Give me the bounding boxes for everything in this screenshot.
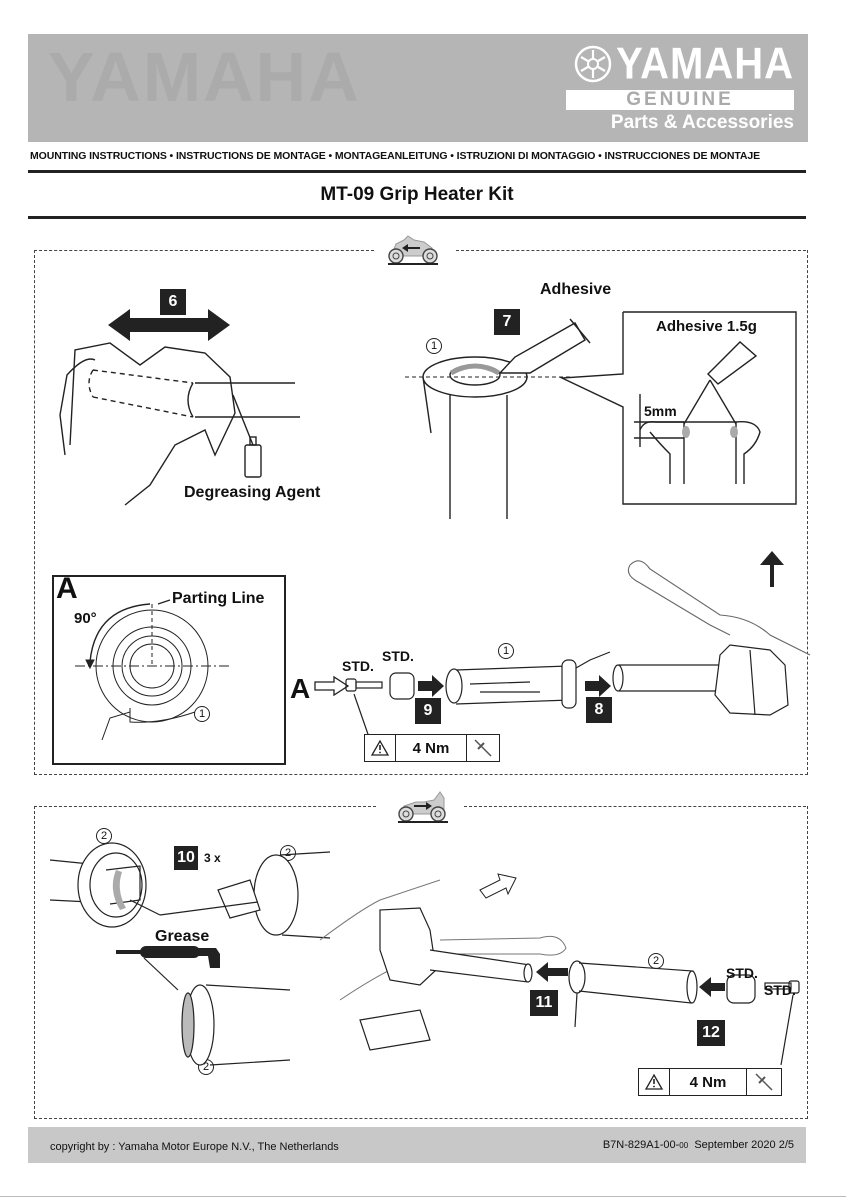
page-edge [0,1196,846,1197]
copyright-text: copyright by : Yamaha Motor Europe N.V.,… [50,1141,339,1153]
warning-triangle-icon [639,1069,670,1095]
repeat-count-label: 3 x [204,851,221,865]
detail-a-box [52,575,286,765]
grip-bar-end-illustration [568,960,800,1066]
parting-line-label: Parting Line [172,590,265,607]
motorcycle-left-side-icon [384,232,440,266]
std-bolt-label: STD. [342,658,374,674]
cleaning-handlebar-illustration [59,342,300,506]
std-weight-label: STD. [726,965,758,981]
step-12-badge: 12 [697,1020,725,1046]
torque-value: 4 Nm [396,735,467,761]
callout-1: 1 [194,706,210,722]
panel1-top-border-left [34,250,374,251]
divider-title [28,216,806,219]
grip-grease-illustration [49,842,331,1066]
torque-spec-box: 4 Nm [638,1068,782,1096]
parts-accessories-label: Parts & Accessories [610,112,794,133]
date-page: September 2020 2/5 [694,1139,794,1151]
panel-step-6-9 [34,250,808,775]
tuning-fork-emblem-icon [574,45,612,83]
adhesive-label: Adhesive [540,281,612,298]
page-title: MT-09 Grip Heater Kit [320,184,514,205]
callout-1: 1 [426,338,442,354]
doc-code-suffix: 00 [679,1141,689,1150]
footer-band: copyright by : Yamaha Motor Europe N.V.,… [28,1127,806,1163]
motorcycle-right-side-icon [394,790,450,824]
angle-label: 90° [74,610,97,627]
divider-top [28,170,806,173]
step-7-badge: 7 [494,309,520,335]
step-10-badge: 10 [174,846,198,870]
doc-code: B7N-829A1-00- [602,1139,680,1151]
header-banner: YAMAHA YAMAHA GENUINE Parts & Accessorie… [28,34,808,142]
grip-end-view-illustration [75,599,230,741]
step-11-badge: 11 [530,990,558,1016]
std-bolt-label: STD. [764,982,796,998]
adhesive-detail-box [559,311,797,505]
torque-wrench-icon [467,735,499,761]
adhesive-depth-label: 5mm [644,403,677,419]
panel-step-10-12 [34,806,808,1119]
yamaha-brand-block: YAMAHA GENUINE Parts & Accessories [566,39,794,134]
bar-end-assembly-illustration [345,651,611,741]
warning-triangle-icon [365,735,396,761]
handlebar-switch-lever-illustration [612,551,811,716]
step-6-badge: 6 [160,289,186,315]
genuine-bar: GENUINE [566,89,794,110]
languages-line: MOUNTING INSTRUCTIONS • INSTRUCTIONS DE … [30,150,761,162]
panel2-top-border-right [464,806,806,807]
document-code: B7N-829A1-00-00 September 2020 2/5 [603,1139,794,1151]
torque-wrench-icon [747,1069,781,1095]
brand-name: YAMAHA [616,39,794,89]
view-arrow-icon [314,675,350,697]
handlebar-throttle-illustration [319,873,567,1051]
detail-a-letter: A [56,572,78,605]
view-a-letter: A [290,673,311,704]
step-9-badge: 9 [415,698,441,724]
degreasing-agent-label: Degreasing Agent [184,484,321,501]
torque-value: 4 Nm [670,1069,747,1095]
grip-adhesive-illustration [405,318,591,519]
callout-1: 1 [498,643,514,659]
panel1-top-border-right [456,250,806,251]
std-weight-label: STD. [382,648,414,664]
arrow-left-icon [536,962,568,982]
torque-spec-box: 4 Nm [364,734,500,762]
ghost-watermark-text: YAMAHA [48,38,361,116]
double-arrow-icon [108,309,230,341]
panel2-top-border-left [34,806,376,807]
adhesive-amount-label: Adhesive 1.5g [656,318,757,335]
step-8-badge: 8 [586,697,612,723]
grease-label: Grease [155,928,210,945]
